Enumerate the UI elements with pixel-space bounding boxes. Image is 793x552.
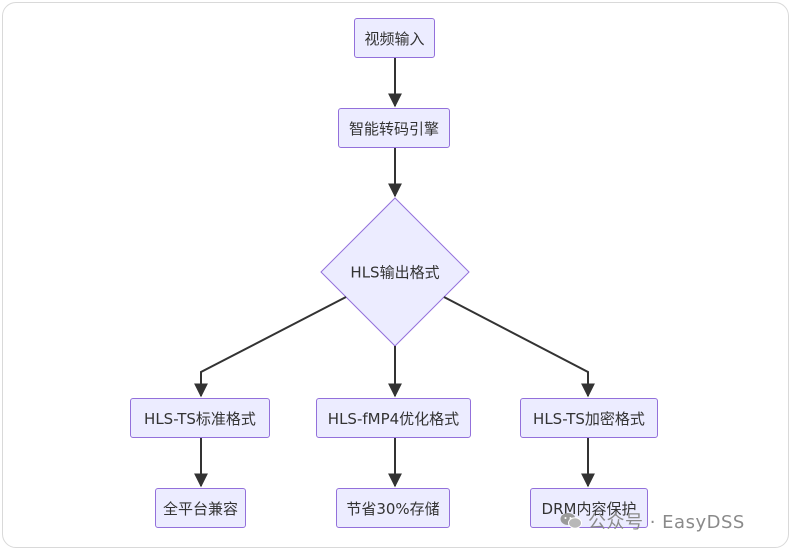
- wechat-icon: [560, 512, 582, 530]
- node-video-input: 视频输入: [354, 18, 435, 58]
- node-hls-fmp4: HLS-fMP4优化格式: [316, 398, 471, 438]
- edge-format-to-ts-encrypted: [443, 296, 595, 398]
- node-all-platform: 全平台兼容: [155, 488, 246, 528]
- node-hls-output-format: HLS输出格式: [350, 263, 440, 282]
- node-transcode-engine: 智能转码引擎: [338, 108, 450, 148]
- edge-format-to-ts-standard: [194, 296, 347, 398]
- watermark: 公众号 · EasyDSS: [560, 508, 745, 534]
- node-hls-ts-encrypted: HLS-TS加密格式: [520, 398, 658, 438]
- node-hls-ts-standard: HLS-TS标准格式: [130, 398, 270, 438]
- node-drm-protection: DRM内容保护: [530, 488, 648, 528]
- watermark-text: 公众号 · EasyDSS: [588, 512, 745, 533]
- node-save-storage: 节省30%存储: [336, 488, 450, 528]
